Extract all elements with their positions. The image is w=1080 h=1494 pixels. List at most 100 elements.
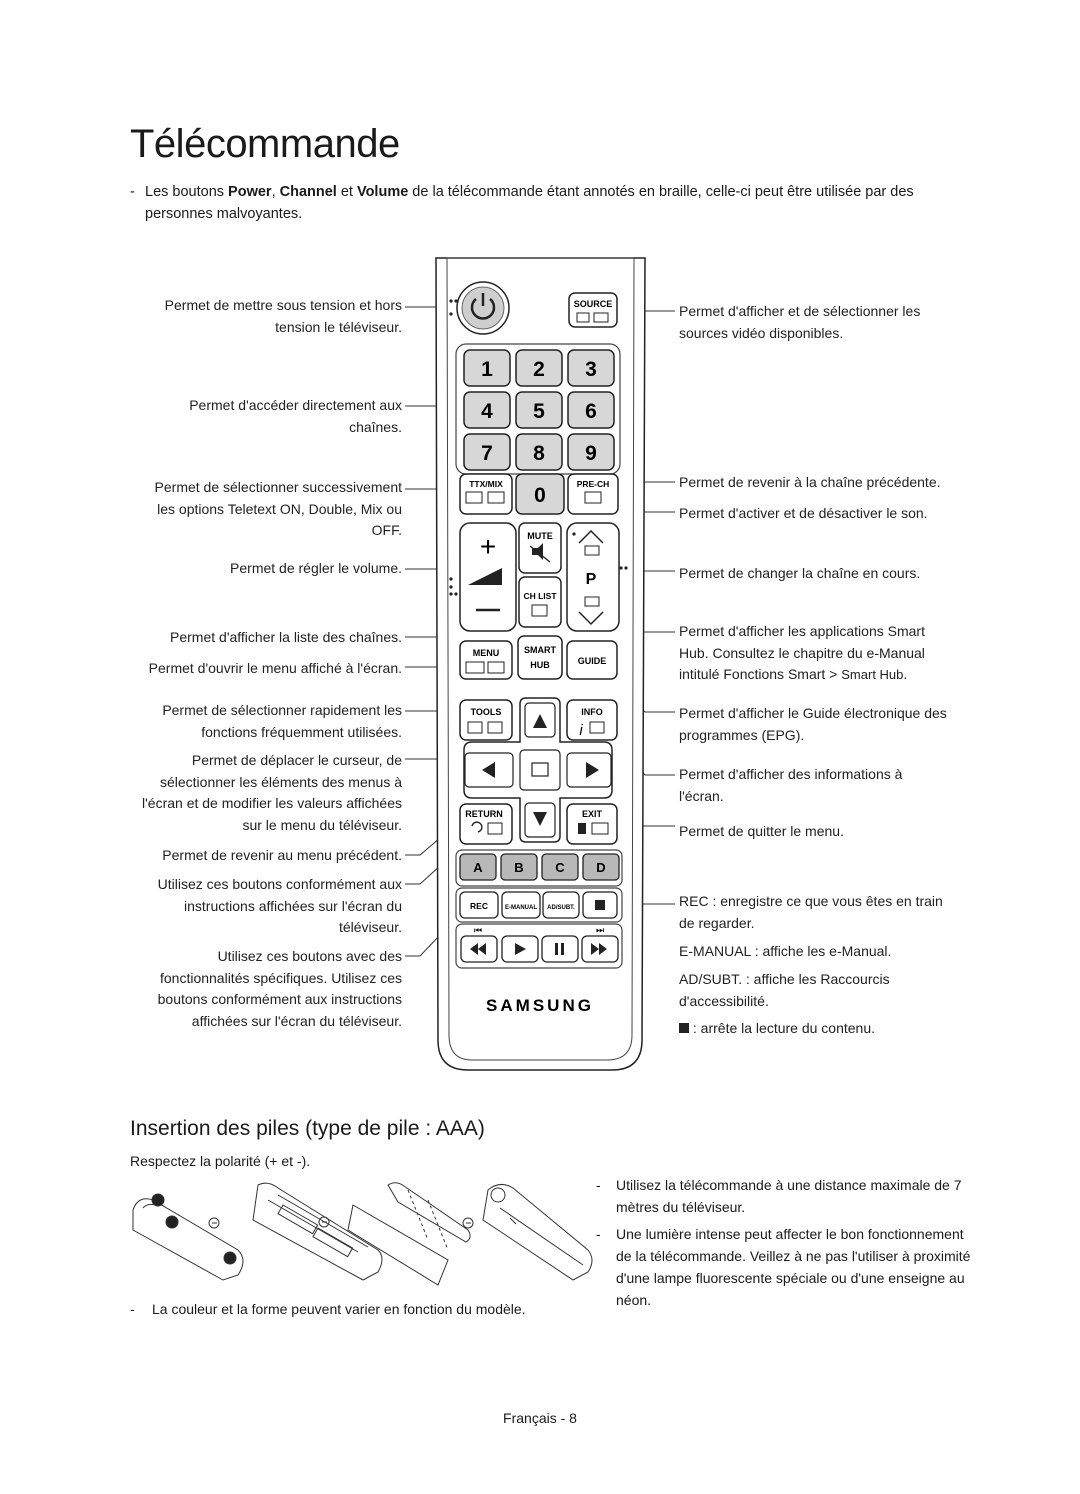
remote-back-step1 <box>132 1198 244 1281</box>
color-button-label: A <box>473 860 483 875</box>
e-manual-button <box>501 891 541 919</box>
ad-subt-button <box>542 891 580 919</box>
svg-text:INFO: INFO <box>581 707 603 717</box>
intro-paragraph: - Les boutons Power, Channel et Volume d… <box>130 184 914 222</box>
polarity-text: Respectez la polarité (+ et -). <box>130 1153 311 1169</box>
battery-heading: Insertion des piles (type de pile : AAA) <box>130 1117 485 1140</box>
label-stop: : arrête la lecture du contenu. <box>679 1018 959 1040</box>
digit-9-button <box>567 433 615 471</box>
source-label: SOURCE <box>574 299 613 309</box>
svg-text:HUB: HUB <box>530 660 550 670</box>
label-tools: Permet de sélectionner rapidement les fo… <box>162 702 402 740</box>
stop-icon <box>595 900 605 910</box>
return-icon <box>471 821 483 833</box>
color-button-c <box>541 853 579 881</box>
channel-down-icon <box>578 611 604 626</box>
volume-level-icon <box>468 568 502 585</box>
digit-label: 8 <box>533 442 545 465</box>
digit-8-button <box>515 433 563 471</box>
label-info: Permet d'afficher des informations à l'é… <box>679 766 903 804</box>
power-icon <box>470 298 496 320</box>
label-ttx: Permet de sélectionner successivement le… <box>154 479 402 538</box>
menu-button <box>459 640 513 680</box>
svg-text:P: P <box>586 571 597 588</box>
label-rec: REC : enregistre ce que vous êtes en tra… <box>679 893 943 931</box>
color-buttons: A B C D <box>459 853 620 881</box>
svg-text:GUIDE: GUIDE <box>578 656 607 666</box>
digit-2-button <box>515 349 563 387</box>
digit-label: 4 <box>481 400 493 423</box>
label-channel: Permet de changer la chaîne en cours. <box>679 565 921 581</box>
svg-text:MUTE: MUTE <box>527 531 553 541</box>
svg-text:TTX/MIX: TTX/MIX <box>469 479 503 489</box>
ch-list-button <box>518 576 562 628</box>
svg-text:CH LIST: CH LIST <box>523 591 557 601</box>
play-icon <box>515 943 526 955</box>
svg-text:AD/SUBT.: AD/SUBT. <box>547 905 575 911</box>
arrow-up-icon <box>533 714 547 728</box>
source-button <box>568 292 618 328</box>
digit-0-button <box>515 473 565 515</box>
step1-marker-a <box>151 1193 165 1207</box>
remote-back-step3 <box>347 1204 449 1286</box>
label-return: Permet de revenir au menu précédent. <box>162 847 402 863</box>
enter-button <box>519 749 561 791</box>
info-button <box>566 699 618 741</box>
tip-distance: -Utilisez la télécommande à une distance… <box>596 1177 962 1215</box>
label-volume: Permet de régler le volume. <box>230 560 402 576</box>
color-button-b <box>500 853 538 881</box>
arrow-icon-3 <box>462 1217 474 1229</box>
label-menu: Permet d'ouvrir le menu affiché à l'écra… <box>148 660 402 676</box>
digit-5-button <box>515 391 563 429</box>
svg-text:REC: REC <box>470 901 488 911</box>
pre-ch-button <box>567 473 619 515</box>
arrow-icon <box>208 1217 220 1229</box>
color-button-a <box>459 853 497 881</box>
page-title: Télécommande <box>130 122 400 166</box>
label-emanual: E-MANUAL : affiche les e-Manual. <box>679 943 892 959</box>
rewind-icon <box>470 943 486 955</box>
svg-text:E-MANUAL: E-MANUAL <box>505 905 537 911</box>
model-note: -La couleur et la forme peuvent varier e… <box>130 1301 526 1317</box>
digit-label: 7 <box>481 442 493 465</box>
color-button-d <box>582 853 620 881</box>
remote-back-step2 <box>252 1182 383 1281</box>
pause-button <box>541 935 579 963</box>
guide-button <box>566 640 618 680</box>
digit-label: 9 <box>585 442 597 465</box>
label-source: Permet d'afficher et de sélectionner les… <box>679 303 921 341</box>
digit-label: 2 <box>533 358 545 381</box>
channel-up-icon <box>578 529 604 544</box>
svg-text:SMART: SMART <box>524 645 556 655</box>
arrow-left-icon <box>482 762 495 778</box>
digit-label: 3 <box>585 358 597 381</box>
step1-marker-c <box>223 1251 237 1265</box>
pause-icon <box>555 943 558 955</box>
color-button-label: B <box>514 860 523 875</box>
color-button-label: C <box>555 860 565 875</box>
digit-label: 6 <box>585 400 597 423</box>
digit-label: 1 <box>481 358 493 381</box>
tools-button <box>459 699 513 741</box>
info-icon: i <box>579 722 583 739</box>
ttx-mix-button <box>459 473 513 515</box>
arrow-icon-2 <box>318 1216 330 1228</box>
digit-3-button <box>567 349 615 387</box>
label-mute: Permet d'activer et de désactiver le son… <box>679 505 928 521</box>
label-exit: Permet de quitter le menu. <box>679 823 844 839</box>
remote-back-step4 <box>482 1184 593 1281</box>
label-smarthub: Permet d'afficher les applications Smart… <box>679 623 925 682</box>
svg-text:PRE-CH: PRE-CH <box>577 479 610 489</box>
svg-text:0: 0 <box>534 484 546 507</box>
battery-illustration <box>132 1182 593 1286</box>
digit-4-button <box>463 391 511 429</box>
fast-forward-icon <box>591 943 607 955</box>
step1-marker-b <box>165 1215 179 1229</box>
previous-icon: ⏮ <box>474 925 482 935</box>
next-icon: ⏭ <box>596 925 604 935</box>
label-adsubt: AD/SUBT. : affiche les Raccourcis d'acce… <box>679 971 890 1009</box>
label-guide: Permet d'afficher le Guide électronique … <box>679 705 947 743</box>
color-button-label: D <box>596 860 605 875</box>
